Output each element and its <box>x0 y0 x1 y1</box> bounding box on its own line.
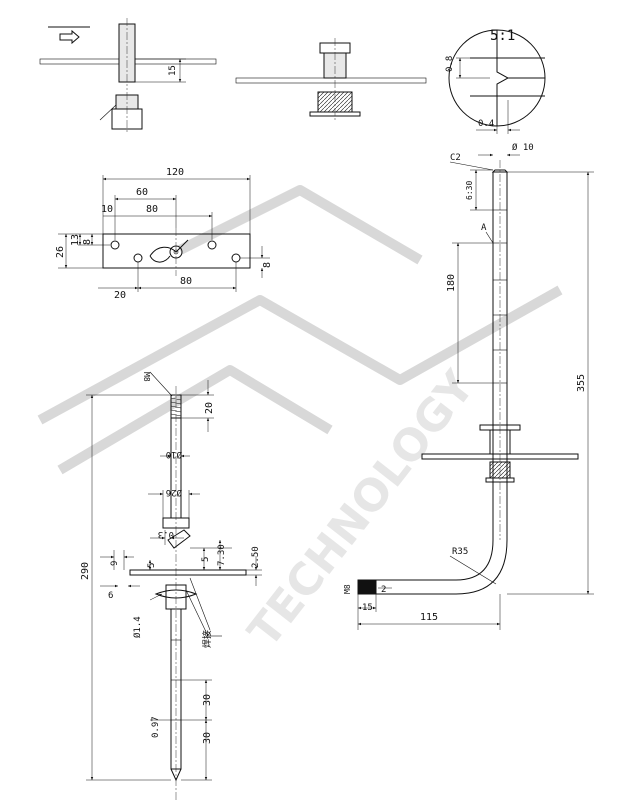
rod-dia-14: Ø1.4 <box>132 616 143 638</box>
rod-dia-10: Ø10 <box>166 449 182 460</box>
bent-dim-115: 115 <box>420 612 438 623</box>
bent-label-a: A <box>481 223 487 233</box>
plate-dim-120: 120 <box>166 167 184 178</box>
rod-dim-30b: 30 <box>202 732 213 744</box>
bent-thread-label: M8 <box>343 584 352 594</box>
rod-dim-9: 9 <box>110 561 120 566</box>
bent-dim-180: 180 <box>446 274 457 292</box>
plate-dim-80-bottom: 80 <box>180 276 192 287</box>
bent-dim-15: 15 <box>362 603 373 613</box>
plate-dim-10: 10 <box>101 204 113 215</box>
rod-dia-26: Ø26 <box>166 487 182 498</box>
rod-dim-290: 290 <box>80 562 91 580</box>
plate-dim-80-top: 80 <box>146 204 158 215</box>
plate-dim-60: 60 <box>136 187 148 198</box>
rod-dim-730: 7.30 <box>217 544 227 566</box>
plate-dim-26: 26 <box>55 246 66 258</box>
bent-dim-2: 2 <box>381 585 386 595</box>
rod-dim-097: 0.97 <box>151 716 161 738</box>
rod-dim-03: 0.3 <box>158 529 174 539</box>
detail-scale-label: 5:1 <box>490 28 515 44</box>
plate-dim-8-left: 8 <box>82 239 93 245</box>
rod-view: M8 290 20 Ø10 <box>80 371 262 800</box>
rod-dim-30a: 30 <box>202 694 213 706</box>
bent-dim-630: 6:30 <box>465 181 474 200</box>
bent-dia-10: Ø 10 <box>512 142 534 153</box>
rod-thread-label: M8 <box>142 372 151 382</box>
detail-dim-08: 0.8 <box>445 56 455 72</box>
plate-view: 120 60 10 80 26 13 8 8 20 80 <box>55 167 273 301</box>
plate-dim-13: 13 <box>70 234 81 246</box>
detail-view: 5:1 0.8 0.4 <box>445 28 546 134</box>
top-left-view: 15 <box>39 18 217 134</box>
plate-dim-8-right: 8 <box>262 262 273 268</box>
rod-dim-5b: 5 <box>201 557 211 562</box>
dim-15-top: 15 <box>168 65 178 76</box>
rod-weld-label: 焊接 <box>201 630 213 648</box>
bent-rod-view: C2 Ø 10 6:30 A 180 355 R35 M8 2 15 <box>343 142 594 630</box>
bent-c2-label: C2 <box>450 153 461 163</box>
bent-r35: R35 <box>452 547 468 557</box>
detail-dim-04: 0.4 <box>478 119 494 129</box>
top-middle-view <box>235 38 427 122</box>
watermark-logo: TECHNOLOGY <box>37 185 563 657</box>
rod-dim-5a: 5 <box>147 563 157 568</box>
direction-arrow-icon <box>59 29 80 45</box>
rod-dim-20: 20 <box>204 402 215 414</box>
plate-dim-20: 20 <box>114 290 126 301</box>
rod-dim-6: 6 <box>108 591 113 601</box>
bent-dim-355: 355 <box>576 374 587 392</box>
rod-dim-250: 2.50 <box>251 546 261 568</box>
